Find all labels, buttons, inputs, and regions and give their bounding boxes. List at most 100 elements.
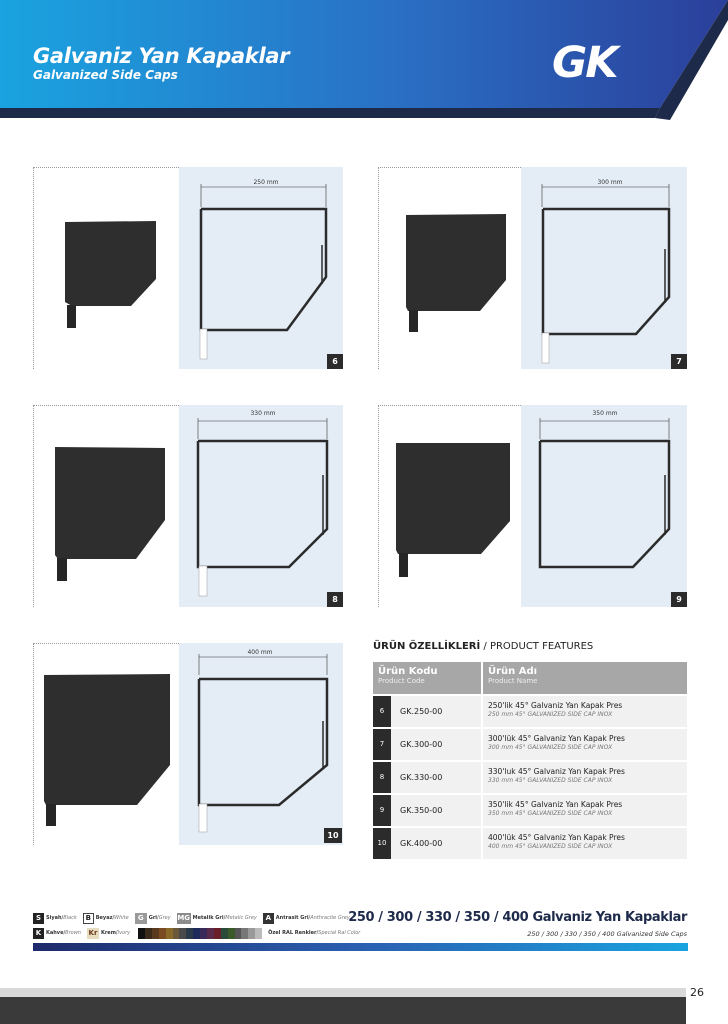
legend-en: Anthracite Grey <box>310 915 350 921</box>
product-photo <box>406 214 506 332</box>
width-label: 250 mm <box>253 179 279 186</box>
legend-name: Kahve <box>46 930 64 936</box>
product-name-cell: 250'lik 45° Galvaniz Yan Kapak Pres 250 … <box>483 696 687 727</box>
legend-item: Gri/Grey <box>148 915 171 921</box>
ral-swatch <box>220 927 228 939</box>
product-code: GK.250-00 <box>391 696 481 727</box>
column-name-label: Ürün Adı <box>488 666 538 677</box>
legend-en: Special Ral Color <box>318 930 361 936</box>
product-name: 350'lik 45° Galvaniz Yan Kapak Pres <box>488 800 623 809</box>
product-code: GK.300-00 <box>391 729 481 760</box>
product-number-badge: 6 <box>327 354 343 369</box>
product-cell-6: 250 mm 6 <box>33 167 343 369</box>
row-number: 8 <box>373 762 391 793</box>
swatch-grey: G <box>134 912 147 924</box>
product-cell-10: 400 mm 10 <box>33 643 343 845</box>
header-banner <box>0 0 728 120</box>
page-subtitle: Galvanized Side Caps <box>33 68 178 82</box>
product-code: GK.400-00 <box>391 828 481 859</box>
features-table: Ürün Kodu Product Code Ürün Adı Product … <box>373 662 687 859</box>
legend-en: Brown <box>65 930 81 936</box>
product-number-badge: 7 <box>671 354 687 369</box>
page-footer-bar <box>0 997 686 1024</box>
column-name: Ürün Adı Product Name <box>481 662 687 694</box>
product-name-cell: 300'lük 45° Galvaniz Yan Kapak Pres 300 … <box>483 729 687 760</box>
technical-drawing-panel <box>179 405 343 607</box>
legend-en: Black <box>63 915 77 921</box>
product-photo <box>396 443 510 577</box>
brand-logo: GK <box>552 38 619 88</box>
ral-swatch <box>241 927 249 939</box>
footer-accent-bar <box>33 943 688 951</box>
legend-en: White <box>114 915 129 921</box>
page-header: Galvaniz Yan Kapaklar Galvanized Side Ca… <box>0 0 728 125</box>
product-photo <box>44 674 170 826</box>
product-number-badge: 8 <box>327 592 343 607</box>
product-name-en: 250 mm 45° GALVANIZED SIDE CAP INOX <box>488 711 613 718</box>
legend-row: K Kahve/Brown Kr Krem/Ivory Özel RAL Ren… <box>33 927 393 939</box>
legend-item: Krem/Ivory <box>100 930 131 936</box>
row-number: 7 <box>373 729 391 760</box>
product-name: 400'lük 45° Galvaniz Yan Kapak Pres <box>488 833 625 842</box>
legend-name: Antrasit Gri <box>275 915 309 921</box>
page-number: 26 <box>690 986 704 999</box>
ral-color-strip <box>138 927 263 939</box>
swatch-white: B <box>82 912 94 924</box>
table-header: Ürün Kodu Product Code Ürün Adı Product … <box>373 662 687 694</box>
page-title: Galvaniz Yan Kapaklar <box>33 44 290 68</box>
technical-drawing-panel <box>179 643 343 845</box>
product-code: GK.330-00 <box>391 762 481 793</box>
ral-swatch <box>227 927 235 939</box>
product-name: 250'lik 45° Galvaniz Yan Kapak Pres <box>488 701 623 710</box>
product-name-cell: 400'lük 45° Galvaniz Yan Kapak Pres 400 … <box>483 828 687 859</box>
product-cell-7: 300 mm 7 <box>378 167 687 369</box>
table-row: 10 GK.400-00 400'lük 45° Galvaniz Yan Ka… <box>373 828 687 859</box>
legend-name: Gri <box>148 915 158 921</box>
footer-subtitle: 250 / 300 / 330 / 350 / 400 Galvanized S… <box>527 930 687 938</box>
row-number: 10 <box>373 828 391 859</box>
ral-swatch <box>158 927 166 939</box>
legend-en: Ivory <box>117 930 131 936</box>
ral-swatch <box>151 927 159 939</box>
ral-swatch <box>179 927 187 939</box>
product-number-badge: 10 <box>324 828 342 843</box>
product-name: 300'lük 45° Galvaniz Yan Kapak Pres <box>488 734 625 743</box>
legend-item: Siyah/Black <box>46 915 77 921</box>
ral-swatch <box>213 927 221 939</box>
width-label: 400 mm <box>247 649 273 656</box>
swatch-black: S <box>33 912 44 924</box>
ral-swatch <box>255 927 263 939</box>
legend-item: Metalik Gri/Metalic Grey <box>192 915 257 921</box>
product-cell-8: 330 mm 8 <box>33 405 343 607</box>
table-row: 7 GK.300-00 300'lük 45° Galvaniz Yan Kap… <box>373 729 687 760</box>
ral-swatch <box>248 927 256 939</box>
ral-swatch <box>138 927 146 939</box>
legend-name: Beyaz <box>95 915 113 921</box>
swatch-anthracite: A <box>262 912 274 924</box>
ral-swatch <box>165 927 173 939</box>
ral-swatch <box>172 927 180 939</box>
swatch-ivory: Kr <box>86 927 99 939</box>
table-row: 6 GK.250-00 250'lik 45° Galvaniz Yan Kap… <box>373 696 687 727</box>
swatch-metallic-grey: MG <box>176 912 191 924</box>
legend-name: Krem <box>100 930 116 936</box>
column-name-sublabel: Product Name <box>488 677 538 685</box>
features-title-en: / PRODUCT FEATURES <box>480 641 594 652</box>
width-label: 330 mm <box>250 410 276 417</box>
width-label: 350 mm <box>592 410 618 417</box>
ral-swatch <box>186 927 194 939</box>
legend-name: Metalik Gri <box>192 915 224 921</box>
page-footer-band <box>0 988 686 997</box>
legend-en: Grey <box>158 915 171 921</box>
table-row: 9 GK.350-00 350'lik 45° Galvaniz Yan Kap… <box>373 795 687 826</box>
ral-swatch <box>200 927 208 939</box>
legend-name: Siyah <box>46 915 62 921</box>
ral-swatch <box>207 927 214 939</box>
width-label: 300 mm <box>597 179 623 186</box>
product-photo <box>65 221 156 328</box>
column-code: Ürün Kodu Product Code <box>373 662 481 694</box>
product-name-en: 400 mm 45° GALVANIZED SIDE CAP INOX <box>488 843 613 850</box>
product-name-en: 330 mm 45° GALVANIZED SIDE CAP INOX <box>488 777 613 784</box>
technical-drawing <box>199 184 328 360</box>
product-name-cell: 330'luk 45° Galvaniz Yan Kapak Pres 330 … <box>483 762 687 793</box>
